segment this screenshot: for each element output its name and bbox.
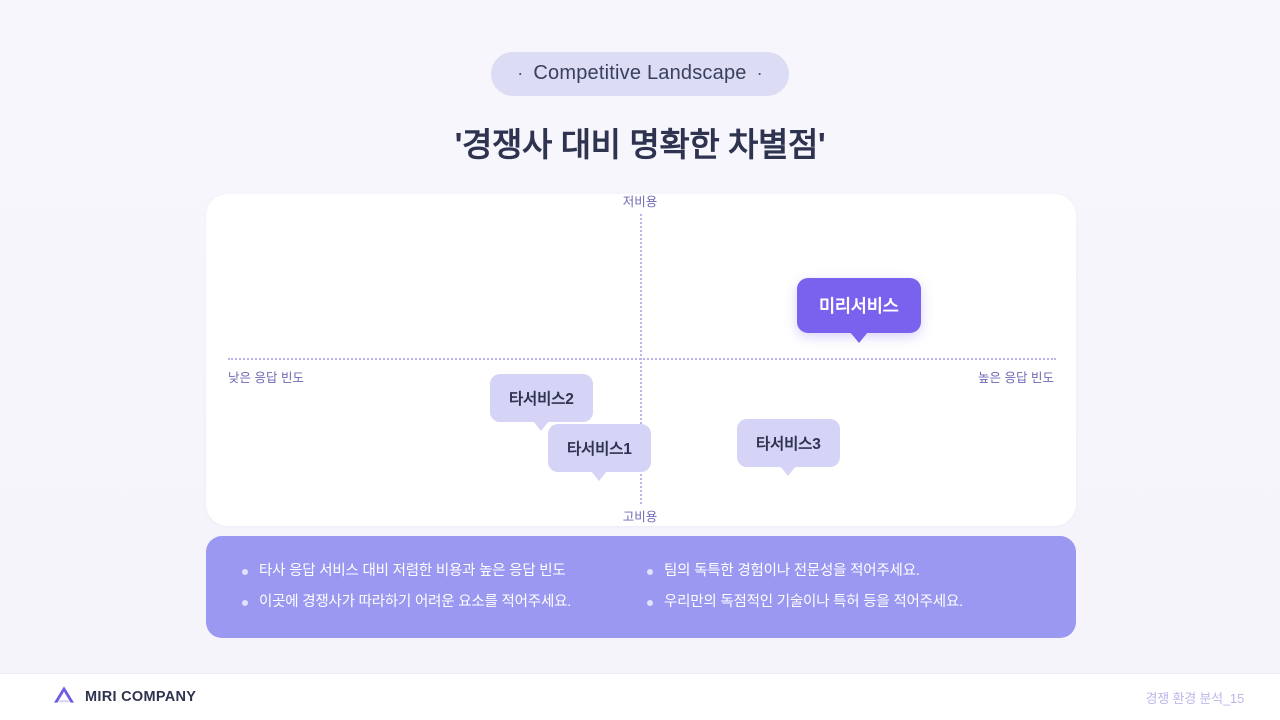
brand: MIRI COMPANY	[52, 684, 196, 710]
chart-point-taseobiseu2[interactable]: 타서비스2	[490, 374, 593, 422]
chart-card: 저비용 고비용 낮은 응답 빈도 높은 응답 빈도 타서비스1 타서비스2 타서…	[206, 194, 1076, 526]
axis-label-top: 저비용	[622, 195, 658, 209]
notes-box: 타사 응답 서비스 대비 저렴한 비용과 높은 응답 빈도 이곳에 경쟁사가 따…	[206, 536, 1076, 638]
bullet-icon	[242, 600, 248, 606]
page-title: '경쟁사 대비 명확한 차별점'	[454, 126, 826, 163]
eyebrow-container: · Competitive Landscape ·	[0, 52, 1280, 96]
note-text: 우리만의 독점적인 기술이나 특허 등을 적어주세요.	[664, 594, 963, 610]
chart-point-mirisebiseu[interactable]: 미리서비스	[797, 278, 921, 333]
chart-point-taseobiseu1[interactable]: 타서비스1	[548, 424, 651, 472]
chart-point-taseobiseu3[interactable]: 타서비스3	[737, 419, 840, 467]
list-item: 팀의 독특한 경험이나 전문성을 적어주세요.	[647, 563, 1034, 580]
axis-label-bottom: 고비용	[622, 510, 658, 524]
bullet-icon	[647, 600, 653, 606]
notes-column-left: 타사 응답 서비스 대비 저렴한 비용과 높은 응답 빈도 이곳에 경쟁사가 따…	[242, 563, 629, 612]
axis-label-left: 낮은 응답 빈도	[228, 371, 304, 385]
list-item: 이곳에 경쟁사가 따라하기 어려운 요소를 적어주세요.	[242, 594, 629, 611]
axis-horizontal	[228, 358, 1056, 360]
dot-left-icon: ·	[517, 62, 524, 83]
note-text: 타사 응답 서비스 대비 저렴한 비용과 높은 응답 빈도	[259, 562, 566, 579]
miri-logo-icon	[52, 684, 76, 710]
bullet-icon	[647, 568, 653, 575]
dot-right-icon: ·	[756, 62, 763, 83]
notes-column-right: 팀의 독특한 경험이나 전문성을 적어주세요. 우리만의 독점적인 기술이나 특…	[629, 563, 1034, 612]
page-label: 경쟁 환경 분석_15	[1145, 690, 1245, 706]
axis-label-right: 높은 응답 빈도	[978, 371, 1054, 385]
list-item: 우리만의 독점적인 기술이나 특허 등을 적어주세요.	[647, 594, 1034, 611]
bullet-icon	[242, 568, 248, 575]
brand-name: MIRI COMPANY	[85, 689, 197, 705]
note-text: 이곳에 경쟁사가 따라하기 어려운 요소를 적어주세요.	[259, 594, 572, 610]
footer-bar: MIRI COMPANY 경쟁 환경 분석_15	[0, 673, 1280, 720]
list-item: 타사 응답 서비스 대비 저렴한 비용과 높은 응답 빈도	[242, 563, 629, 580]
eyebrow-label: Competitive Landscape	[533, 62, 747, 84]
note-text: 팀의 독특한 경험이나 전문성을 적어주세요.	[664, 562, 920, 579]
eyebrow-badge: · Competitive Landscape ·	[491, 52, 789, 96]
